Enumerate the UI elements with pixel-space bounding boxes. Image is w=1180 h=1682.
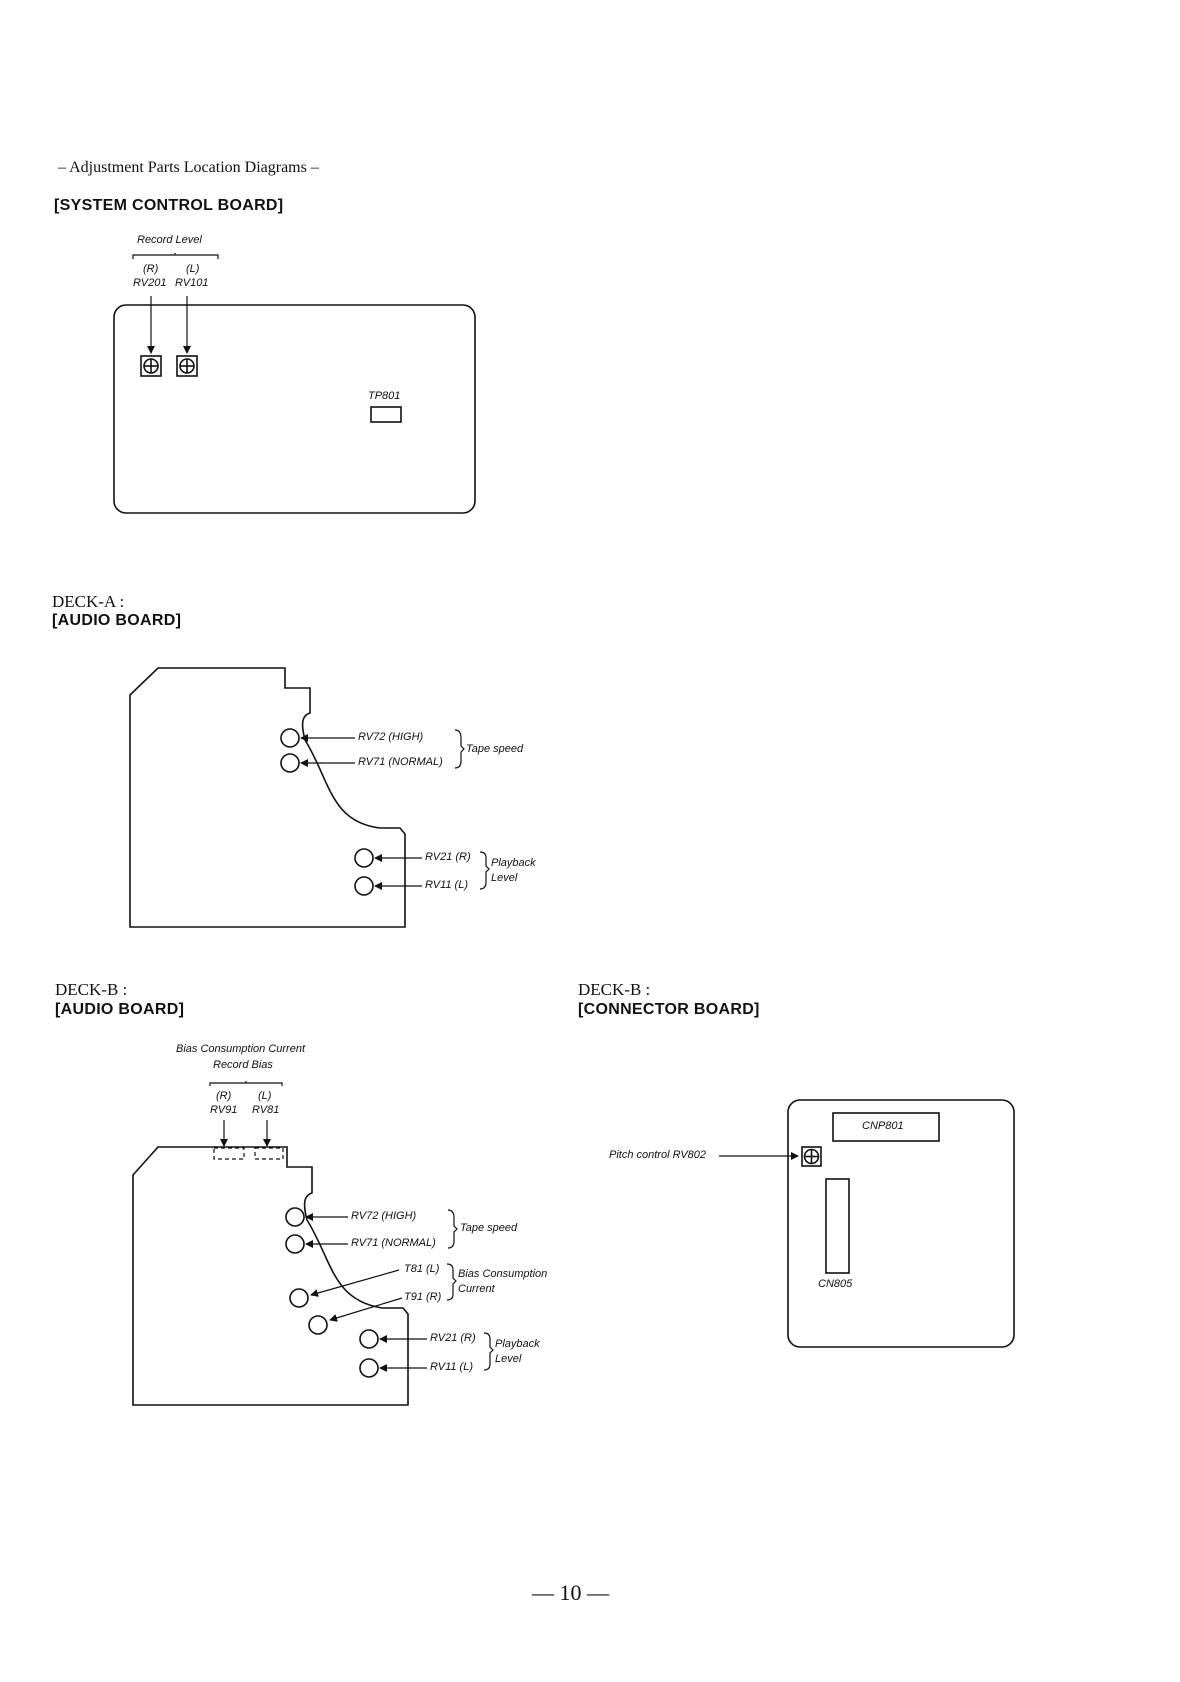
cnp801-connector — [832, 1112, 940, 1142]
deck-a-rv72-icon — [280, 728, 300, 748]
deck-a-level-label: Level — [491, 872, 518, 884]
rv101-label: RV101 — [175, 277, 209, 289]
deck-b-t81-arrow — [310, 1269, 400, 1297]
tp801-pad — [370, 406, 402, 423]
system-control-heading: [SYSTEM CONTROL BOARD] — [54, 197, 284, 214]
deck-b-rv11-label: RV11 (L) — [430, 1361, 474, 1373]
rv201-channel-label: (R) — [143, 263, 159, 275]
deck-b-tape-speed-label: Tape speed — [460, 1222, 518, 1234]
cn805-connector — [825, 1178, 850, 1274]
deck-b-t91-icon — [308, 1315, 328, 1335]
deck-b-rv81-pad — [254, 1147, 284, 1160]
deck-b-connector-title: DECK-B : — [578, 980, 651, 999]
deck-a-title: DECK-A : — [52, 592, 125, 611]
deck-b-rv91-pad — [213, 1147, 245, 1160]
page-number: — 10 — — [532, 1580, 609, 1605]
deck-b-rv71-icon — [285, 1234, 305, 1254]
deck-a-board-outline — [129, 667, 406, 928]
deck-b-level-label: Level — [495, 1353, 522, 1365]
deck-b-playback-label: Playback — [495, 1338, 540, 1350]
section-title: – Adjustment Parts Location Diagrams – — [58, 159, 319, 176]
record-level-bracket — [132, 253, 219, 259]
deck-b-rv21-icon — [359, 1329, 379, 1349]
deck-a-playback-brace — [479, 851, 490, 890]
deck-b-bias-consumption-label: Bias Consumption — [458, 1268, 548, 1280]
deck-b-t91-label: T91 (R) — [404, 1291, 442, 1303]
tp801-label: TP801 — [368, 390, 401, 402]
deck-b-rv71-label: RV71 (NORMAL) — [351, 1237, 436, 1249]
deck-b-audio-heading: [AUDIO BOARD] — [55, 1001, 185, 1018]
deck-b-rv81-label: RV81 — [252, 1104, 280, 1116]
rv802-trimmer-icon — [801, 1146, 822, 1167]
deck-b-record-bias-label: Record Bias — [213, 1059, 273, 1071]
deck-b-playback-brace — [483, 1332, 494, 1371]
cnp801-label: CNP801 — [862, 1120, 904, 1132]
deck-a-rv21-label: RV21 (R) — [425, 851, 471, 863]
deck-b-rv72-label: RV72 (HIGH) — [351, 1210, 417, 1222]
connector-board-outline — [787, 1099, 1015, 1348]
deck-b-t81-icon — [289, 1288, 309, 1308]
deck-b-rv21-label: RV21 (R) — [430, 1332, 476, 1344]
pitch-control-label: Pitch control RV802 — [609, 1149, 707, 1161]
deck-b-rv91-channel-label: (R) — [216, 1090, 232, 1102]
deck-a-rv11-icon — [354, 876, 374, 896]
deck-a-rv21-icon — [354, 848, 374, 868]
deck-a-heading: [AUDIO BOARD] — [52, 612, 182, 629]
deck-a-rv71-label: RV71 (NORMAL) — [358, 756, 443, 768]
deck-b-board-outline — [132, 1146, 409, 1406]
deck-b-tape-speed-brace — [447, 1209, 458, 1249]
deck-b-rv72-icon — [285, 1207, 305, 1227]
cn805-label: CN805 — [818, 1278, 853, 1290]
record-level-label: Record Level — [137, 234, 202, 246]
deck-b-connector-heading: [CONNECTOR BOARD] — [578, 1001, 760, 1018]
rv201-label: RV201 — [133, 277, 167, 289]
deck-a-rv72-label: RV72 (HIGH) — [358, 731, 424, 743]
deck-b-t81-label: T81 (L) — [404, 1263, 440, 1275]
deck-a-tape-speed-label: Tape speed — [466, 743, 524, 755]
deck-a-rv11-label: RV11 (L) — [425, 879, 469, 891]
deck-a-playback-label: Playback — [491, 857, 536, 869]
rv101-trimmer-icon — [176, 355, 198, 377]
deck-b-t91-arrow — [329, 1297, 403, 1322]
deck-b-rv11-icon — [359, 1358, 379, 1378]
system-control-board-outline — [113, 304, 476, 514]
deck-b-bias-bracket — [209, 1081, 283, 1086]
deck-b-rv81-channel-label: (L) — [258, 1090, 272, 1102]
rv101-channel-label: (L) — [186, 263, 200, 275]
deck-b-current-label: Current — [458, 1283, 495, 1295]
deck-b-bias-current-label: Bias Consumption Current — [176, 1043, 306, 1055]
deck-a-tape-speed-brace — [454, 729, 465, 769]
deck-b-audio-title: DECK-B : — [55, 980, 128, 999]
deck-a-rv71-icon — [280, 753, 300, 773]
rv201-trimmer-icon — [140, 355, 162, 377]
deck-b-bias-brace — [446, 1263, 457, 1301]
deck-b-rv91-label: RV91 — [210, 1104, 238, 1116]
